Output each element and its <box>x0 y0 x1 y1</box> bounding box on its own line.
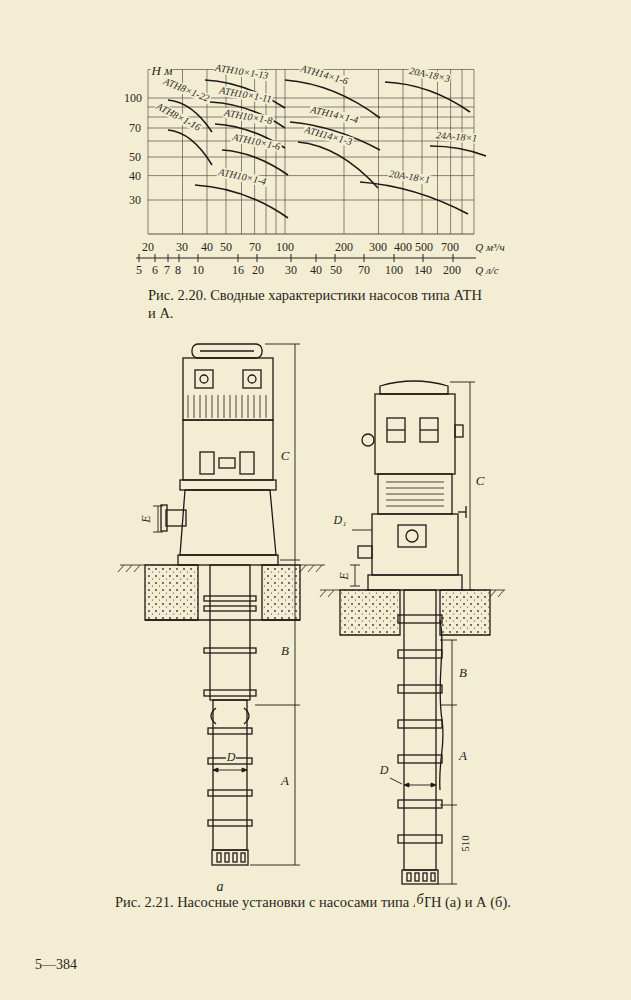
axis-label: Q м³/ч <box>474 242 505 253</box>
axis-label: 700 <box>440 241 460 253</box>
axis-label: 8 <box>174 264 182 276</box>
axis-label: 30 <box>128 194 142 206</box>
dimension-label: A <box>280 774 290 787</box>
curve-label: АТН8×1-16 <box>153 101 202 134</box>
axis-label: 7 <box>163 264 171 276</box>
axis-label: 70 <box>248 241 262 253</box>
axis-label: 30 <box>284 264 298 276</box>
pump-curves <box>168 80 486 218</box>
axis-label: 6 <box>151 264 159 276</box>
dimension-label: 510 <box>460 834 471 853</box>
axis-label: 30 <box>175 241 189 253</box>
curve-label: 24А-18×1 <box>435 130 479 144</box>
curve-label: АТН14×1-3 <box>302 125 353 148</box>
curve-label: АТН10×1-4 <box>216 167 268 187</box>
chart-grid <box>148 70 474 235</box>
dimension-lines-a <box>153 344 300 865</box>
dimension-label: A <box>458 749 468 762</box>
curve-label: АТН8×1-22 <box>161 76 212 104</box>
page-number: 5—384 <box>34 958 78 972</box>
dimension-label: б <box>415 893 424 907</box>
curve-label: АТН10×1-6 <box>230 132 282 152</box>
dimension-label: E <box>338 571 350 580</box>
dimension-label: C <box>280 449 291 462</box>
dimension-label: а <box>216 880 225 894</box>
axis-label: 500 <box>414 241 434 253</box>
axis-label: 50 <box>329 264 343 276</box>
axis-label: 100 <box>275 241 295 253</box>
axis-label: 10 <box>191 264 205 276</box>
axis-label: 100 <box>384 264 404 276</box>
dimension-label: B <box>458 666 468 679</box>
curve-label: АТН10×1-11 <box>217 85 273 104</box>
axis-label: 5 <box>135 264 143 276</box>
axis-label: 400 <box>393 241 413 253</box>
axis-label: 40 <box>309 264 323 276</box>
dimension-label: D <box>226 751 237 763</box>
secondary-axis <box>136 254 476 262</box>
axis-label: 40 <box>200 241 214 253</box>
axis-label: 100 <box>123 92 143 104</box>
curve-label: АТН14×1-6 <box>298 63 349 87</box>
axis-label: Q л/с <box>474 265 499 276</box>
dimension-label: D₁ <box>333 514 348 526</box>
axis-label: 20 <box>251 264 265 276</box>
axis-label: 200 <box>442 264 462 276</box>
axis-label: 300 <box>368 241 388 253</box>
axis-label: 40 <box>128 170 142 182</box>
axis-label: 140 <box>413 264 433 276</box>
dimension-lines-b <box>350 382 475 884</box>
axis-label: 50 <box>128 151 142 163</box>
axis-label: 70 <box>128 122 142 134</box>
curve-label: АТН10×1-8 <box>222 108 274 127</box>
axis-label: 20 <box>141 241 155 253</box>
pump-unit-a <box>118 344 325 865</box>
figure-caption: Рис. 2.20. Сводные характеристики насосо… <box>148 286 483 322</box>
curve-label: АТН10×1-13 <box>214 63 270 82</box>
dimension-label: C <box>475 474 486 487</box>
dimension-label: D <box>379 764 390 776</box>
curve-label: 20А-18×1 <box>388 169 432 186</box>
curve-label: 20А-18×3 <box>408 66 452 85</box>
curve-label: АТН14×1-4 <box>308 104 360 125</box>
dimension-label: B <box>280 644 290 657</box>
dimension-label: E <box>140 514 152 523</box>
axis-label: 200 <box>334 241 354 253</box>
axis-label: Н м <box>151 64 174 77</box>
axis-label: 16 <box>231 264 245 276</box>
figure-caption: Рис. 2.21. Насосные установки с насосами… <box>115 893 515 911</box>
pump-unit-b <box>320 381 505 884</box>
axis-label: 50 <box>219 241 233 253</box>
axis-label: 70 <box>357 264 371 276</box>
